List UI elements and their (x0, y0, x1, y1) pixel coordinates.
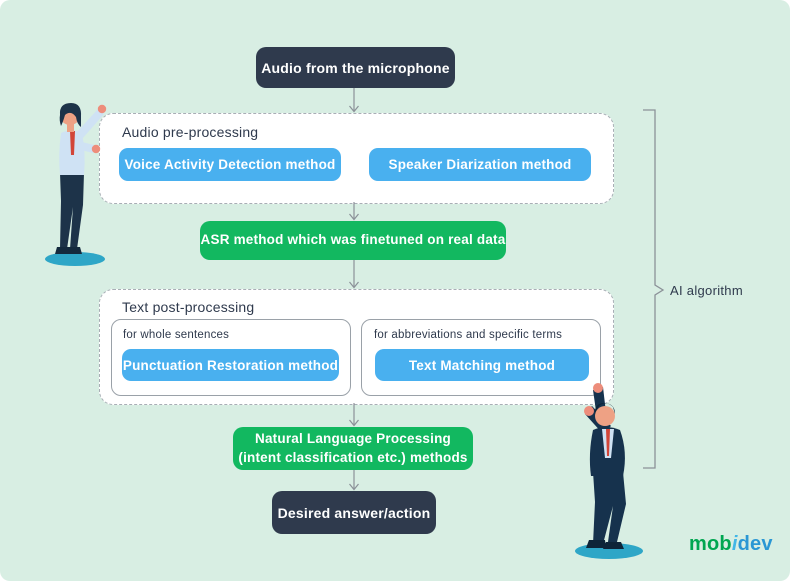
asr-box-label: ASR method which was finetuned on real d… (200, 232, 506, 248)
text-matching-node: Text Matching method (375, 349, 589, 381)
postprocessing-group: Text post-processing for whole sentences… (99, 289, 614, 405)
punctuation-restoration-node: Punctuation Restoration method (122, 349, 339, 381)
postprocessing-title: Text post-processing (122, 299, 255, 315)
flow-arrow (349, 88, 359, 113)
nlp-box-line2: (intent classification etc.) methods (238, 449, 468, 465)
nlp-box: Natural Language Processing (intent clas… (233, 427, 473, 470)
logo-part-i: i (731, 533, 738, 555)
punctuation-restoration-label: Punctuation Restoration method (122, 357, 339, 373)
speaker-diarization-label: Speaker Diarization method (388, 157, 572, 172)
man-illustration (575, 383, 643, 559)
logo-part-dev: dev (737, 533, 773, 555)
text-matching-label: Text Matching method (408, 357, 556, 373)
whole-sentences-caption: for whole sentences (123, 329, 230, 341)
output-box: Desired answer/action (272, 491, 436, 534)
whole-sentences-subgroup: for whole sentences Punctuation Restorat… (111, 319, 351, 396)
mobidev-logo: mobidev (689, 533, 773, 556)
flow-arrow (349, 470, 359, 491)
ai-algorithm-label: AI algorithm (670, 283, 743, 298)
flow-arrow (349, 260, 359, 289)
flow-arrow (349, 403, 359, 427)
preprocessing-title: Audio pre-processing (122, 124, 259, 140)
voice-activity-detection-node: Voice Activity Detection method (119, 148, 341, 181)
voice-activity-detection-label: Voice Activity Detection method (124, 157, 336, 172)
ai-algorithm-bracket (643, 109, 665, 469)
abbreviations-caption: for abbreviations and specific terms (374, 329, 563, 341)
flow-arrow (349, 202, 359, 221)
logo-part-mob: mob (689, 533, 732, 555)
nlp-box-line1: Natural Language Processing (255, 431, 451, 447)
woman-shadow (45, 252, 105, 266)
output-box-label: Desired answer/action (277, 504, 431, 521)
input-box: Audio from the microphone (256, 47, 455, 88)
woman-illustration (45, 103, 107, 266)
preprocessing-group: Audio pre-processing Voice Activity Dete… (99, 113, 614, 204)
asr-box: ASR method which was finetuned on real d… (200, 221, 506, 260)
input-box-label: Audio from the microphone (261, 59, 450, 76)
abbreviations-subgroup: for abbreviations and specific terms Tex… (361, 319, 601, 396)
speaker-diarization-node: Speaker Diarization method (369, 148, 591, 181)
